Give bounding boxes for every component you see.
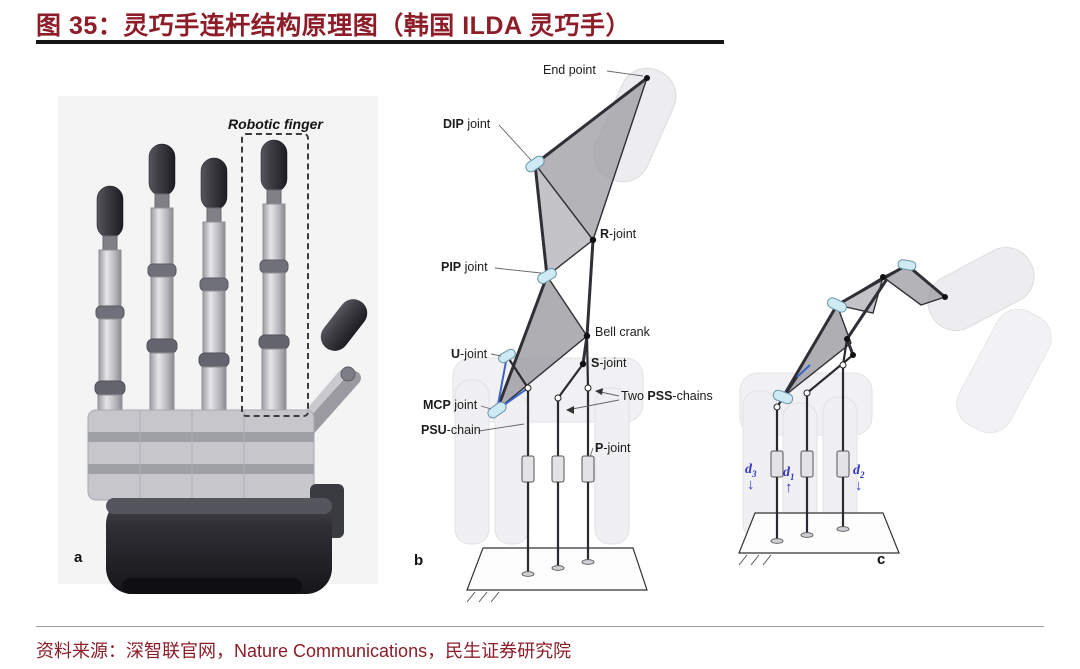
label-pip-joint: PIP joint: [441, 260, 488, 274]
panel-b-letter: b: [414, 552, 424, 569]
label-psu-chain: PSU-chain: [421, 423, 481, 437]
actuator-label-d2: d2 ↓: [853, 463, 865, 494]
label-p-joint: P-joint: [595, 441, 631, 455]
actuator-label-d3: d3 ↓: [745, 462, 757, 493]
actuator-chains: [506, 335, 590, 456]
figure-title: 图 35：灵巧手连杆结构原理图（韩国 ILDA 灵巧手）: [36, 12, 632, 40]
label-r-joint: R-joint: [600, 227, 637, 241]
robotic-hand-illustration: [58, 96, 378, 594]
label-bell-crank: Bell crank: [595, 325, 650, 339]
prismatic-actuators: [770, 450, 850, 544]
actuator-chains: [775, 338, 854, 451]
source-attribution: 资料来源：深智联官网，Nature Communications，民生证券研究院: [36, 641, 572, 661]
d3-text: d3: [745, 462, 757, 479]
base-plate: [738, 512, 900, 566]
actuator-label-d1: d1 ↑: [783, 465, 795, 496]
label-mcp-joint: MCP joint: [423, 398, 478, 412]
bottom-divider: [36, 626, 1044, 627]
hand-base: [106, 484, 344, 594]
d3-arrow-icon: ↓: [747, 476, 755, 493]
robotic-finger-box: [241, 133, 309, 417]
robotic-finger-annotation: Robotic finger: [228, 116, 323, 132]
d2-text: d2: [853, 463, 865, 480]
linkage-schematic: [452, 67, 677, 603]
actuation-schematic: [738, 247, 1052, 566]
label-end-point: End point: [543, 63, 596, 77]
ghost-finger: [452, 67, 677, 545]
label-u-joint: U-joint: [451, 347, 488, 361]
finger-2: [146, 143, 178, 416]
panel-a-letter: a: [74, 549, 83, 566]
panel-c-letter: c: [877, 551, 886, 568]
finger-1: [94, 185, 126, 416]
label-dip-joint: DIP joint: [443, 117, 491, 131]
joint-markers: [487, 75, 650, 419]
finger-4: [258, 139, 290, 416]
ghost-shapes: [739, 247, 1052, 540]
d2-arrow-icon: ↓: [855, 477, 863, 494]
d1-arrow-icon: ↑: [785, 479, 793, 496]
prismatic-actuators: [521, 455, 595, 577]
leader-lines: [478, 70, 644, 458]
title-underline: [36, 40, 724, 44]
panel-c-actuation-diagram: d3 ↓ d1 ↑ d2 ↓ c: [725, 215, 1060, 605]
finger-3: [198, 157, 230, 416]
palm: [87, 409, 315, 501]
panel-b-linkage-diagram: End point DIP joint R-joint PIP joint Be…: [395, 58, 725, 603]
joint-markers: [772, 259, 948, 411]
d1-text: d1: [783, 465, 795, 482]
label-two-pss-chains: Two PSS-chains: [621, 389, 713, 403]
panel-a-robotic-hand: Robotic finger a: [58, 78, 378, 598]
label-s-joint: S-joint: [591, 356, 627, 370]
